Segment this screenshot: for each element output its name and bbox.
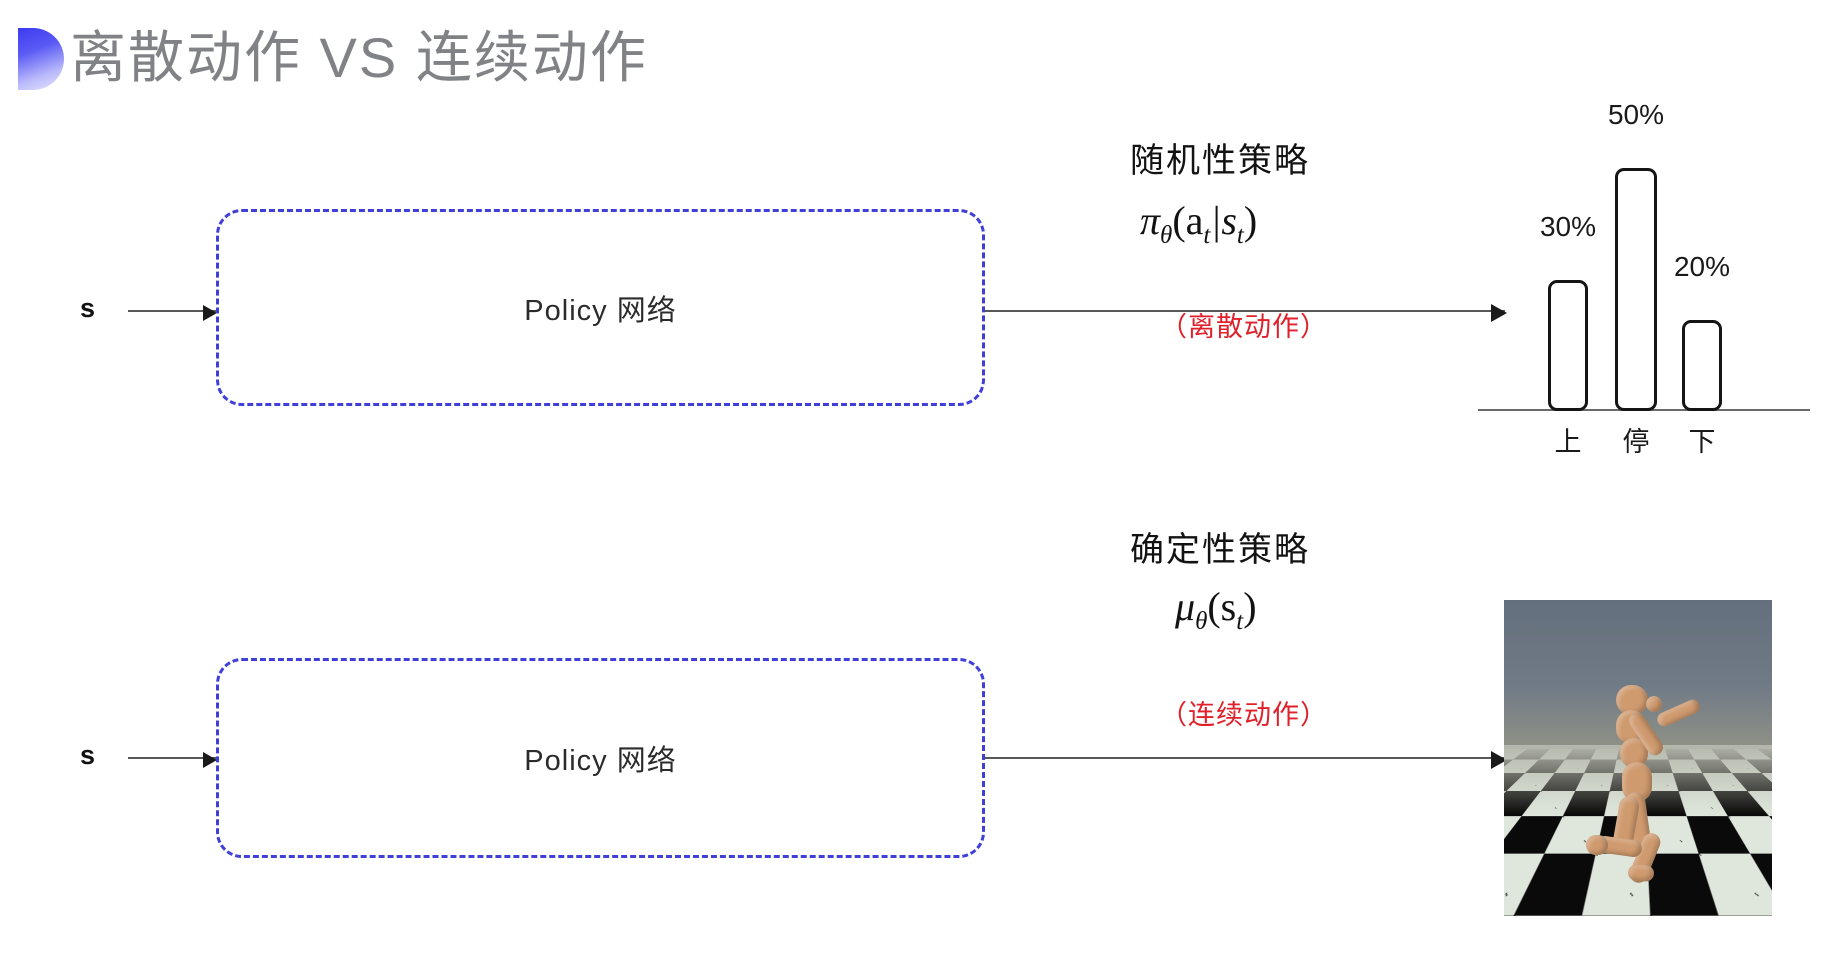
policy-network-box-continuous[interactable]: Policy 网络 bbox=[216, 658, 985, 858]
policy-network-box-discrete[interactable]: Policy 网络 bbox=[216, 209, 985, 406]
input-state-label-discrete: s bbox=[80, 293, 96, 323]
bar-2 bbox=[1682, 320, 1722, 411]
policy-name-stochastic: 随机性策略 bbox=[1130, 142, 1310, 180]
humanoid-foot-front bbox=[1627, 864, 1655, 882]
formula-mu: μ bbox=[1175, 584, 1196, 629]
action-type-continuous: （连续动作） bbox=[1160, 700, 1328, 730]
policy-network-label-discrete: Policy 网络 bbox=[524, 294, 677, 327]
formula-at-sub: t bbox=[1203, 222, 1211, 249]
formula-st-sub-2: t bbox=[1236, 608, 1244, 635]
formula-stochastic-policy: πθ(at|st) bbox=[1140, 197, 1257, 250]
input-arrow-continuous bbox=[128, 752, 217, 768]
formula-close-paren: ) bbox=[1243, 198, 1258, 243]
bar-value-1: 50% bbox=[1607, 99, 1665, 130]
formula-given-s: |s bbox=[1210, 198, 1237, 243]
formula-pi: π bbox=[1140, 198, 1161, 243]
action-type-discrete: （离散动作） bbox=[1160, 312, 1328, 342]
bar-category-1: 停 bbox=[1622, 427, 1650, 457]
policy-name-deterministic: 确定性策略 bbox=[1130, 531, 1310, 569]
formula-open-paren-2: (s bbox=[1207, 584, 1237, 629]
bottom-border bbox=[0, 960, 1846, 966]
policy-network-label-continuous: Policy 网络 bbox=[524, 745, 677, 777]
humanoid-foot-back bbox=[1586, 835, 1608, 855]
action-probability-bar-chart: 30% 上 50% 停 20% 下 bbox=[1470, 95, 1810, 465]
bar-category-0: 上 bbox=[1554, 427, 1582, 457]
input-state-label-continuous: s bbox=[80, 740, 96, 770]
input-arrow-discrete bbox=[128, 305, 217, 321]
formula-open-paren: (a bbox=[1172, 198, 1204, 243]
bar-1 bbox=[1615, 168, 1657, 411]
formula-st-sub: t bbox=[1236, 222, 1244, 249]
formula-theta-2: θ bbox=[1195, 608, 1208, 635]
title-bullet-icon bbox=[18, 28, 64, 90]
output-arrow-continuous bbox=[985, 751, 1507, 769]
bar-value-0: 30% bbox=[1539, 211, 1597, 242]
formula-deterministic-policy: μθ(st) bbox=[1175, 583, 1257, 636]
bar-0 bbox=[1548, 280, 1588, 411]
bar-category-2: 下 bbox=[1688, 427, 1716, 457]
output-arrow-discrete bbox=[985, 304, 1507, 322]
formula-close-paren-2: ) bbox=[1243, 584, 1257, 629]
formula-theta: θ bbox=[1160, 222, 1173, 249]
humanoid-simulation-image bbox=[1504, 600, 1772, 916]
humanoid-hand bbox=[1646, 696, 1662, 712]
page-title: 离散动作 VS 连续动作 bbox=[70, 26, 648, 89]
bar-value-2: 20% bbox=[1673, 251, 1731, 282]
